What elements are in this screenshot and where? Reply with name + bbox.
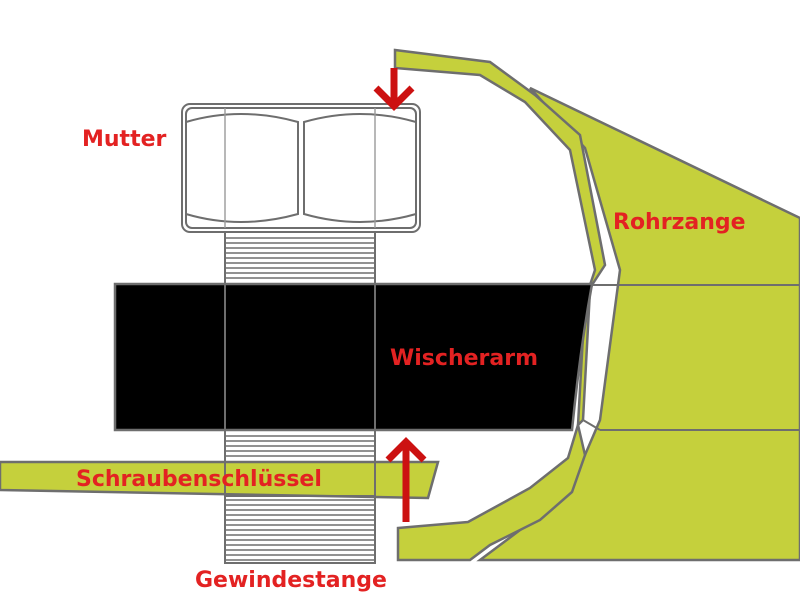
nut [181, 103, 421, 233]
pipe-wrench-upper-jaw [393, 48, 607, 429]
pipe-wrench [393, 48, 800, 562]
label-rohrzange: Rohrzange [613, 210, 746, 235]
label-mutter: Mutter [82, 127, 167, 152]
arrow-up-icon [385, 437, 427, 522]
pipe-wrench-lower-jaw [396, 420, 587, 562]
nut-face-right [303, 113, 417, 223]
threaded-rod-threads [226, 237, 374, 561]
label-gewindestange: Gewindestange [195, 568, 387, 593]
pipe-wrench-detail-lines [582, 284, 800, 431]
wiper-arm-body [113, 282, 594, 432]
nut-face-left [185, 113, 299, 223]
threaded-rod-front-section [224, 461, 376, 497]
arrow-down-icon [373, 68, 415, 111]
label-schraubenschluessel: Schraubenschlüssel [76, 467, 322, 492]
nut-outline [181, 103, 421, 233]
wiper-arm [113, 282, 594, 432]
label-wischerarm: Wischerarm [390, 346, 538, 371]
